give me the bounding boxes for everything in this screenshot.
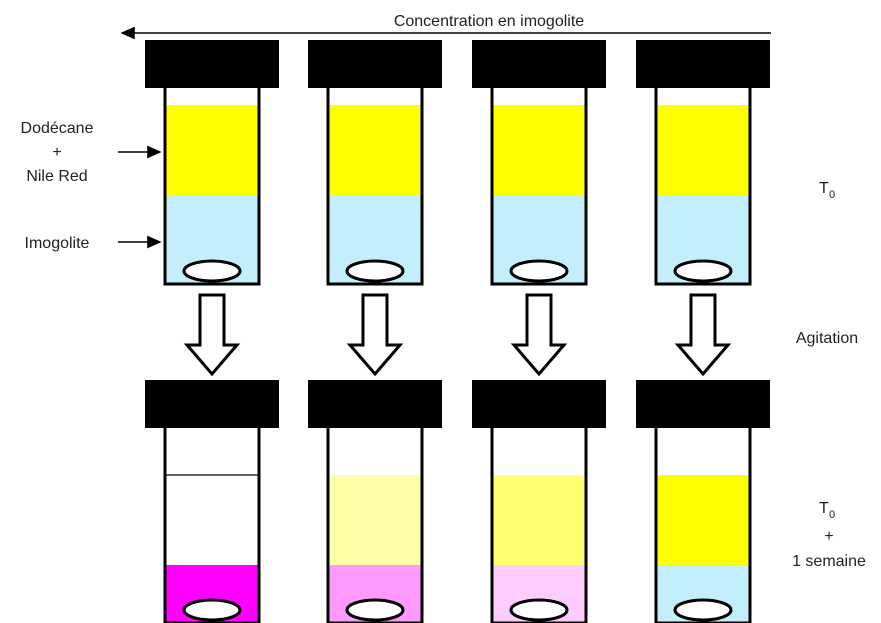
tube-body-outline [326,428,424,623]
dodecane-phase [165,475,259,565]
dodecane-phase [328,105,422,196]
plus-sign-2: + [824,528,833,545]
stir-bar [673,259,733,283]
test-tube [145,40,279,286]
imogolite-label: Imogolite [25,235,90,252]
dodecane-phase [656,475,750,565]
tube-cap [472,40,606,88]
time-zero-label-2: T [819,500,829,517]
tube-body-outline [654,428,752,623]
test-tube [145,380,279,623]
test-tube [308,40,442,286]
tube-cap [472,380,606,428]
concentration-label: Concentration en imogolite [394,13,584,30]
tube-cap [308,40,442,88]
tube-body-outline [163,428,261,623]
tube-body-outline [490,88,588,286]
dodecane-phase [492,105,586,196]
tube-body-outline [326,88,424,286]
nile-red-label: Nile Red [26,168,87,185]
agitation-arrows [183,293,732,377]
test-tube [308,380,442,623]
stir-bar [673,598,733,622]
time-zero-label: T [819,180,829,197]
tube-cap [636,40,770,88]
tube-cap [308,380,442,428]
tube-body-outline [490,428,588,623]
down-arrow [674,293,732,377]
dodecane-phase [165,105,259,196]
tubes-row-before [145,40,770,286]
stir-bar [345,598,405,622]
tubes-row-after [145,380,770,623]
tube-cap [145,40,279,88]
tube-cap [636,380,770,428]
down-arrow [510,293,568,377]
time-zero-subscript: 0 [829,189,835,201]
test-tube [472,380,606,623]
tube-body-outline [163,88,261,286]
stir-bar [509,598,569,622]
plus-sign: + [52,144,61,161]
dodecane-phase [492,475,586,565]
test-tube [636,40,770,286]
tube-cap [145,380,279,428]
dodecane-phase [328,475,422,565]
down-arrow [183,293,241,377]
dodecane-phase [656,105,750,196]
agitation-label: Agitation [796,330,858,347]
stir-bar [182,259,242,283]
stir-bar [509,259,569,283]
test-tube [472,40,606,286]
stir-bar [345,259,405,283]
test-tube [636,380,770,623]
tube-body-outline [654,88,752,286]
dodecane-label: Dodécane [21,120,94,137]
down-arrow [346,293,404,377]
one-week-label: 1 semaine [792,553,866,570]
stir-bar [182,598,242,622]
time-zero-subscript-2: 0 [829,509,835,521]
